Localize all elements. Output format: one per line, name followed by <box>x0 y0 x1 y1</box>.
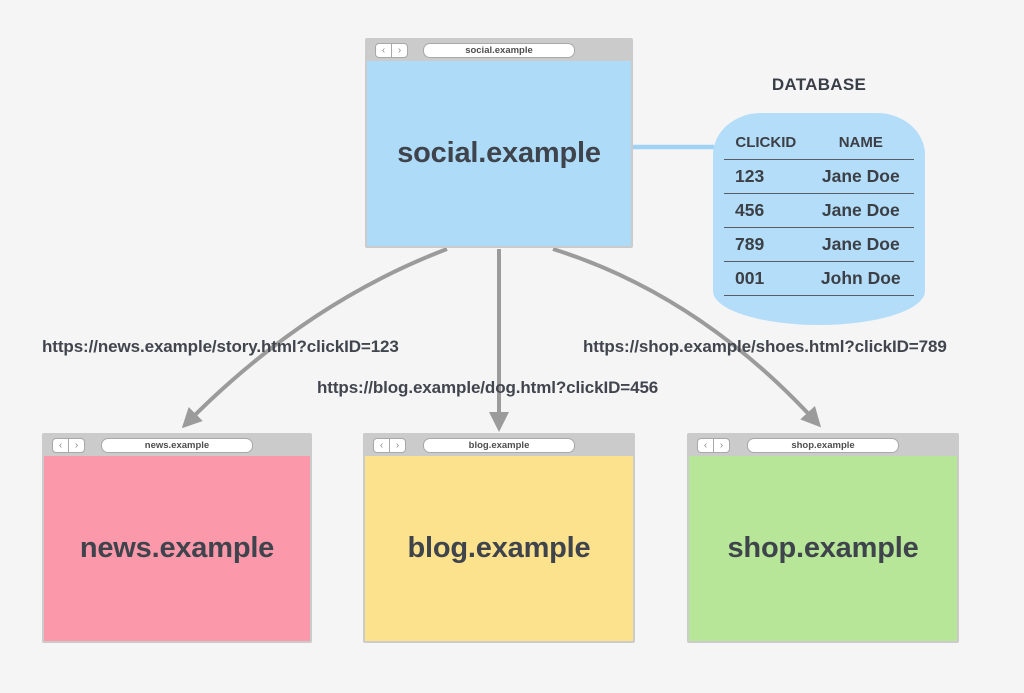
link-url-news: https://news.example/story.html?clickID=… <box>42 337 399 356</box>
titlebar-shop: ‹ › shop.example <box>689 435 957 456</box>
cell-name: Jane Doe <box>807 193 914 228</box>
database-cylinder-icon: CLICKID NAME 123 Jane Doe 456 Jane Doe 7… <box>713 113 925 325</box>
nav-buttons: ‹ › <box>52 438 85 453</box>
column-header-name: NAME <box>807 125 914 160</box>
window-content-news: news.example <box>44 456 310 641</box>
nav-buttons: ‹ › <box>697 438 730 453</box>
nav-buttons: ‹ › <box>373 438 406 453</box>
database-table: CLICKID NAME 123 Jane Doe 456 Jane Doe 7… <box>724 125 914 296</box>
arrow-to-news <box>181 247 448 429</box>
table-row: 123 Jane Doe <box>724 159 914 194</box>
url-bar-blog[interactable]: blog.example <box>423 438 575 453</box>
table-header-row: CLICKID NAME <box>724 125 914 160</box>
browser-window-shop: ‹ › shop.example shop.example <box>687 433 959 643</box>
url-bar-shop[interactable]: shop.example <box>747 438 899 453</box>
window-content-social: social.example <box>367 61 631 246</box>
browser-window-blog: ‹ › blog.example blog.example <box>363 433 635 643</box>
database-block: DATABASE CLICKID NAME 123 Jane Doe 456 <box>713 74 925 325</box>
back-button[interactable]: ‹ <box>381 44 386 56</box>
window-content-blog: blog.example <box>365 456 633 641</box>
link-url-blog: https://blog.example/dog.html?clickID=45… <box>317 378 659 397</box>
table-row: 789 Jane Doe <box>724 227 914 262</box>
forward-button[interactable]: › <box>389 439 405 452</box>
titlebar-news: ‹ › news.example <box>44 435 310 456</box>
table-row: 001 John Doe <box>724 261 914 296</box>
site-label-news: news.example <box>79 532 275 564</box>
cell-clickid: 123 <box>724 159 808 194</box>
window-content-shop: shop.example <box>689 456 957 641</box>
forward-button[interactable]: › <box>391 44 407 57</box>
back-button[interactable]: ‹ <box>703 439 708 451</box>
url-bar-news[interactable]: news.example <box>101 438 253 453</box>
column-header-clickid: CLICKID <box>724 125 808 160</box>
forward-button[interactable]: › <box>713 439 729 452</box>
forward-button[interactable]: › <box>68 439 84 452</box>
cell-clickid: 001 <box>724 261 808 296</box>
table-row: 456 Jane Doe <box>724 193 914 228</box>
arrow-to-shop <box>552 247 822 428</box>
site-label-blog: blog.example <box>407 532 591 564</box>
back-button[interactable]: ‹ <box>58 439 63 451</box>
url-bar-social[interactable]: social.example <box>423 43 575 58</box>
titlebar-social: ‹ › social.example <box>367 40 631 61</box>
cell-name: Jane Doe <box>807 227 914 262</box>
browser-window-social: ‹ › social.example social.example <box>365 38 633 248</box>
nav-buttons: ‹ › <box>375 43 408 58</box>
database-title: DATABASE <box>771 75 867 94</box>
cell-name: Jane Doe <box>807 159 914 194</box>
browser-window-news: ‹ › news.example news.example <box>42 433 312 643</box>
cell-clickid: 789 <box>724 227 808 262</box>
site-label-shop: shop.example <box>727 532 919 564</box>
titlebar-blog: ‹ › blog.example <box>365 435 633 456</box>
link-url-shop: https://shop.example/shoes.html?clickID=… <box>583 337 947 356</box>
site-label-social: social.example <box>397 137 601 169</box>
back-button[interactable]: ‹ <box>379 439 384 451</box>
cell-clickid: 456 <box>724 193 808 228</box>
cell-name: John Doe <box>807 261 914 296</box>
